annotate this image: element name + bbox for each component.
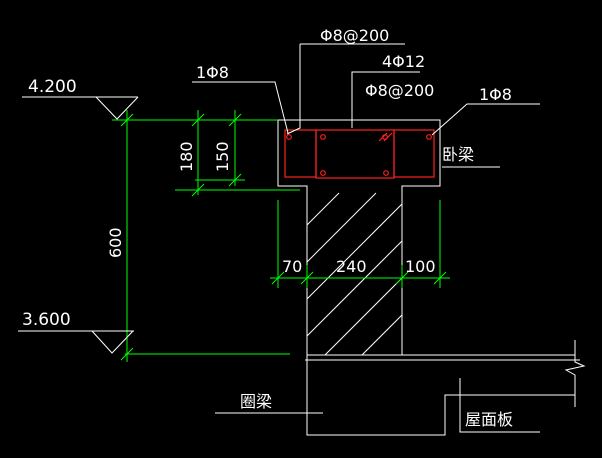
elevation-top-label: 4.200 (28, 77, 77, 97)
elevation-bottom-label: 3.600 (22, 310, 71, 330)
ring-beam-outline (306, 355, 576, 436)
label-edge-bar-left: 1Φ8 (196, 63, 229, 82)
stirrup-right (393, 129, 435, 178)
rebar-dot (382, 134, 388, 140)
dim-width-wall: 240 (336, 257, 367, 276)
rebar-dot (286, 134, 292, 140)
label-edge-bar-right: 1Φ8 (479, 85, 512, 104)
label-stirrup-mid: Φ8@200 (365, 81, 434, 100)
dim-inner-height: 150 (213, 141, 232, 172)
label-main-bars: 4Φ12 (382, 52, 425, 71)
annotation-text: 4.200 3.600 Φ8@200 1Φ8 4Φ12 Φ8@200 1Φ8 卧… (22, 26, 513, 429)
label-ring-beam: 圈梁 (240, 392, 272, 411)
roof-slab-outline (402, 340, 576, 356)
dim-beam-height: 180 (177, 141, 196, 172)
elevation-marker-top (22, 96, 139, 120)
wall-hatch (306, 192, 403, 356)
label-beam-name: 卧梁 (442, 145, 474, 164)
beam-outline (277, 119, 441, 193)
rebar-dot (383, 170, 389, 176)
elevation-marker-bottom (18, 330, 134, 354)
dim-width-left: 70 (282, 257, 302, 276)
rebar-dot (320, 170, 326, 176)
rebar-dot (320, 134, 326, 140)
break-line (564, 340, 586, 395)
stirrup-left (284, 129, 317, 178)
label-roof-slab: 屋面板 (465, 410, 513, 429)
leader-lines (192, 43, 540, 433)
dimension-lines (112, 110, 450, 362)
rebar-dot (426, 134, 432, 140)
rebar-group (284, 129, 435, 179)
dim-total-height: 600 (106, 227, 125, 258)
label-stirrup-top: Φ8@200 (320, 26, 389, 45)
dim-width-right: 100 (405, 257, 436, 276)
